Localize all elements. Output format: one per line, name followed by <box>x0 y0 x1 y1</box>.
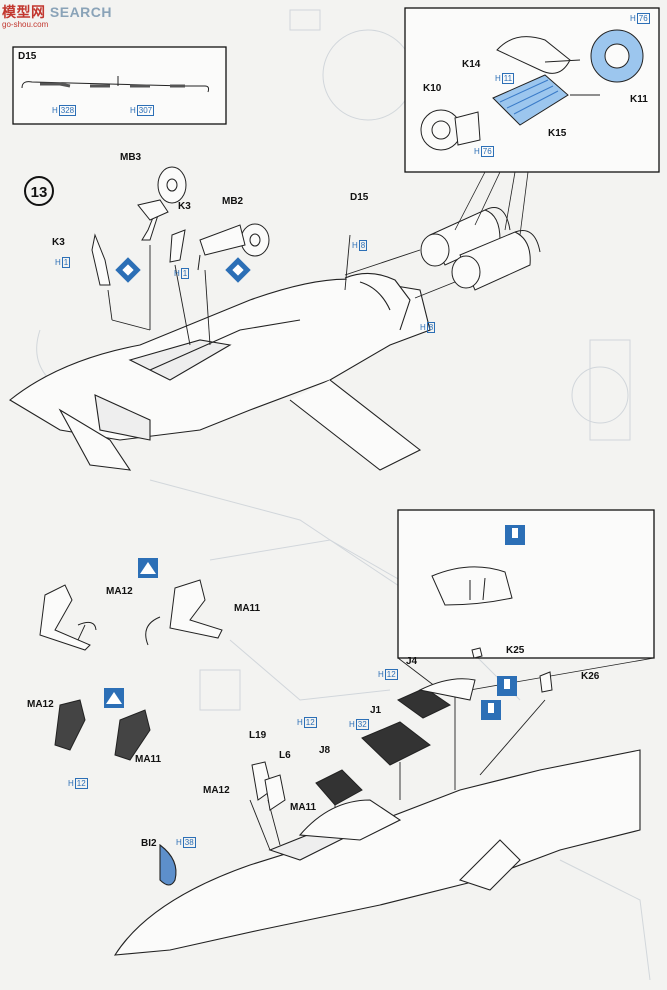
label-mb3: MB3 <box>120 152 142 163</box>
watermark: 模型网 SEARCH go-shou.com <box>2 2 112 29</box>
engine-nozzles <box>420 207 541 291</box>
label-d15: D15 <box>350 192 369 203</box>
fuselage-upper <box>9 272 431 471</box>
part-k10-label: K10 <box>423 83 442 94</box>
label-k25: K25 <box>506 645 525 656</box>
label-ma12-c: MA12 <box>203 785 230 796</box>
label-ma12-b: MA12 <box>27 699 54 710</box>
label-k26: K26 <box>581 671 600 682</box>
bay-panel <box>431 566 513 606</box>
label-l6: L6 <box>279 750 291 761</box>
label-ma11-b: MA11 <box>135 754 162 765</box>
part-k11-label: K11 <box>630 94 648 105</box>
watermark-logo: 模型网 <box>2 4 46 20</box>
watermark-brand: SEARCH <box>49 4 113 20</box>
d15-part <box>21 76 210 93</box>
landing-gear-group <box>91 166 270 286</box>
part-k15-label: K15 <box>548 128 567 139</box>
seat-frames <box>39 579 286 811</box>
inset-d15-label: D15 <box>18 51 37 62</box>
attachment-markers <box>104 257 525 720</box>
label-bi2: BI2 <box>141 838 157 849</box>
label-ma11-a: MA11 <box>234 603 261 614</box>
label-ma12-a: MA12 <box>106 586 133 597</box>
label-k3-left: K3 <box>52 237 65 248</box>
label-mb2: MB2 <box>222 196 244 207</box>
watermark-url: go-shou.com <box>2 20 49 29</box>
part-k14-label: K14 <box>462 59 481 70</box>
label-k3-upper: K3 <box>178 201 191 212</box>
label-j4: J4 <box>406 656 418 667</box>
leader-lines-exhaust <box>454 171 529 236</box>
label-l19: L19 <box>249 730 267 741</box>
label-ma11-c: MA11 <box>290 802 317 813</box>
exhaust-parts <box>420 29 644 151</box>
label-j1: J1 <box>370 705 382 716</box>
j-parts <box>315 647 553 806</box>
step-number: 13 <box>24 176 54 206</box>
background-bleed <box>36 9 651 981</box>
label-j8: J8 <box>319 745 331 756</box>
fuselage-lower <box>113 749 641 956</box>
